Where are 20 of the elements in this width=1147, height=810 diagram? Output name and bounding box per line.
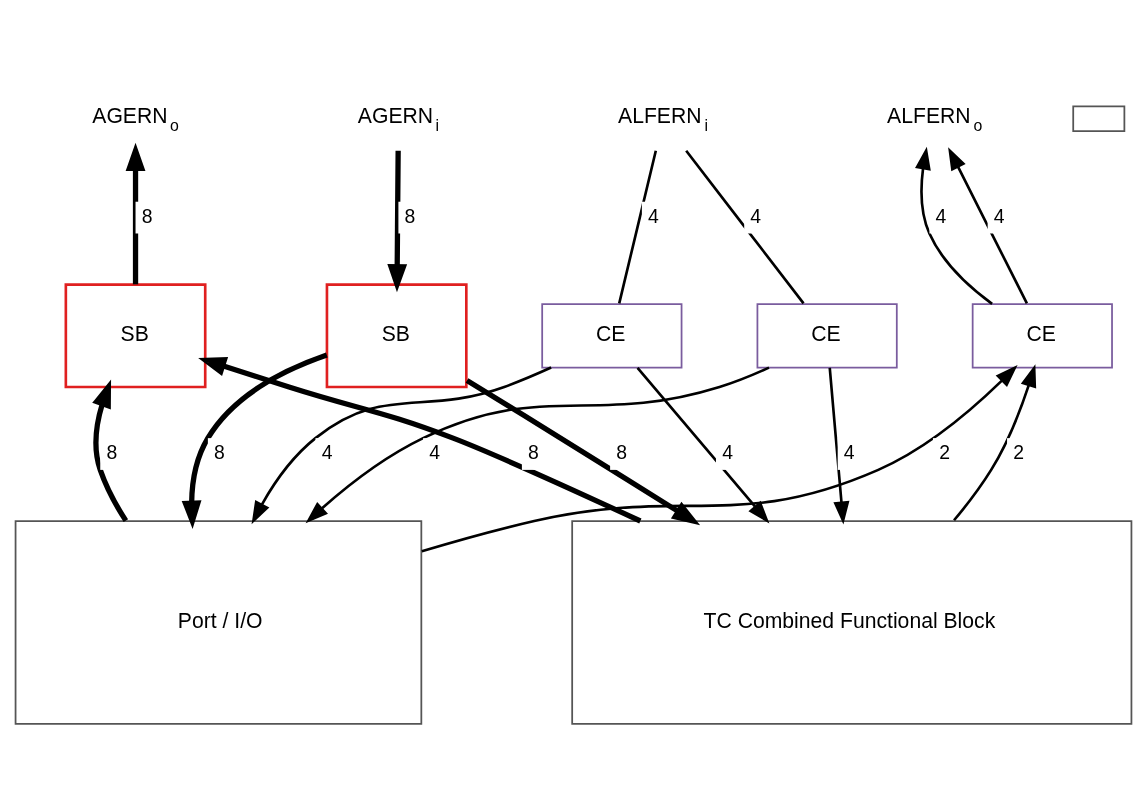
edge-label: 4 [429, 440, 441, 463]
edge-label: 8 [214, 440, 225, 463]
edge-label: 4 [993, 204, 1005, 227]
edge-label: 8 [106, 440, 118, 463]
node-text: AGERN$_{o}$ [92, 103, 179, 134]
edge-label: 4 [843, 440, 855, 463]
node-text: ALFERN$_{i}$ [618, 103, 709, 134]
edge-label: 8 [404, 204, 416, 227]
edge-label: 4 [750, 204, 762, 227]
edge-label: 2 [939, 440, 950, 463]
edge-label: 4 [722, 440, 733, 463]
edge-label: 4 [935, 204, 947, 227]
node-text: ALFERN$_{o}$ [887, 103, 983, 134]
edge-label: 8 [616, 440, 628, 463]
edge-label: 4 [321, 440, 333, 463]
edge-label: 8 [528, 440, 539, 463]
edge-label: 4 [648, 204, 659, 227]
node-text: AGERN$_{i}$ [357, 103, 439, 134]
edge-label: 2 [1013, 440, 1025, 463]
edge-label: 8 [141, 204, 153, 227]
